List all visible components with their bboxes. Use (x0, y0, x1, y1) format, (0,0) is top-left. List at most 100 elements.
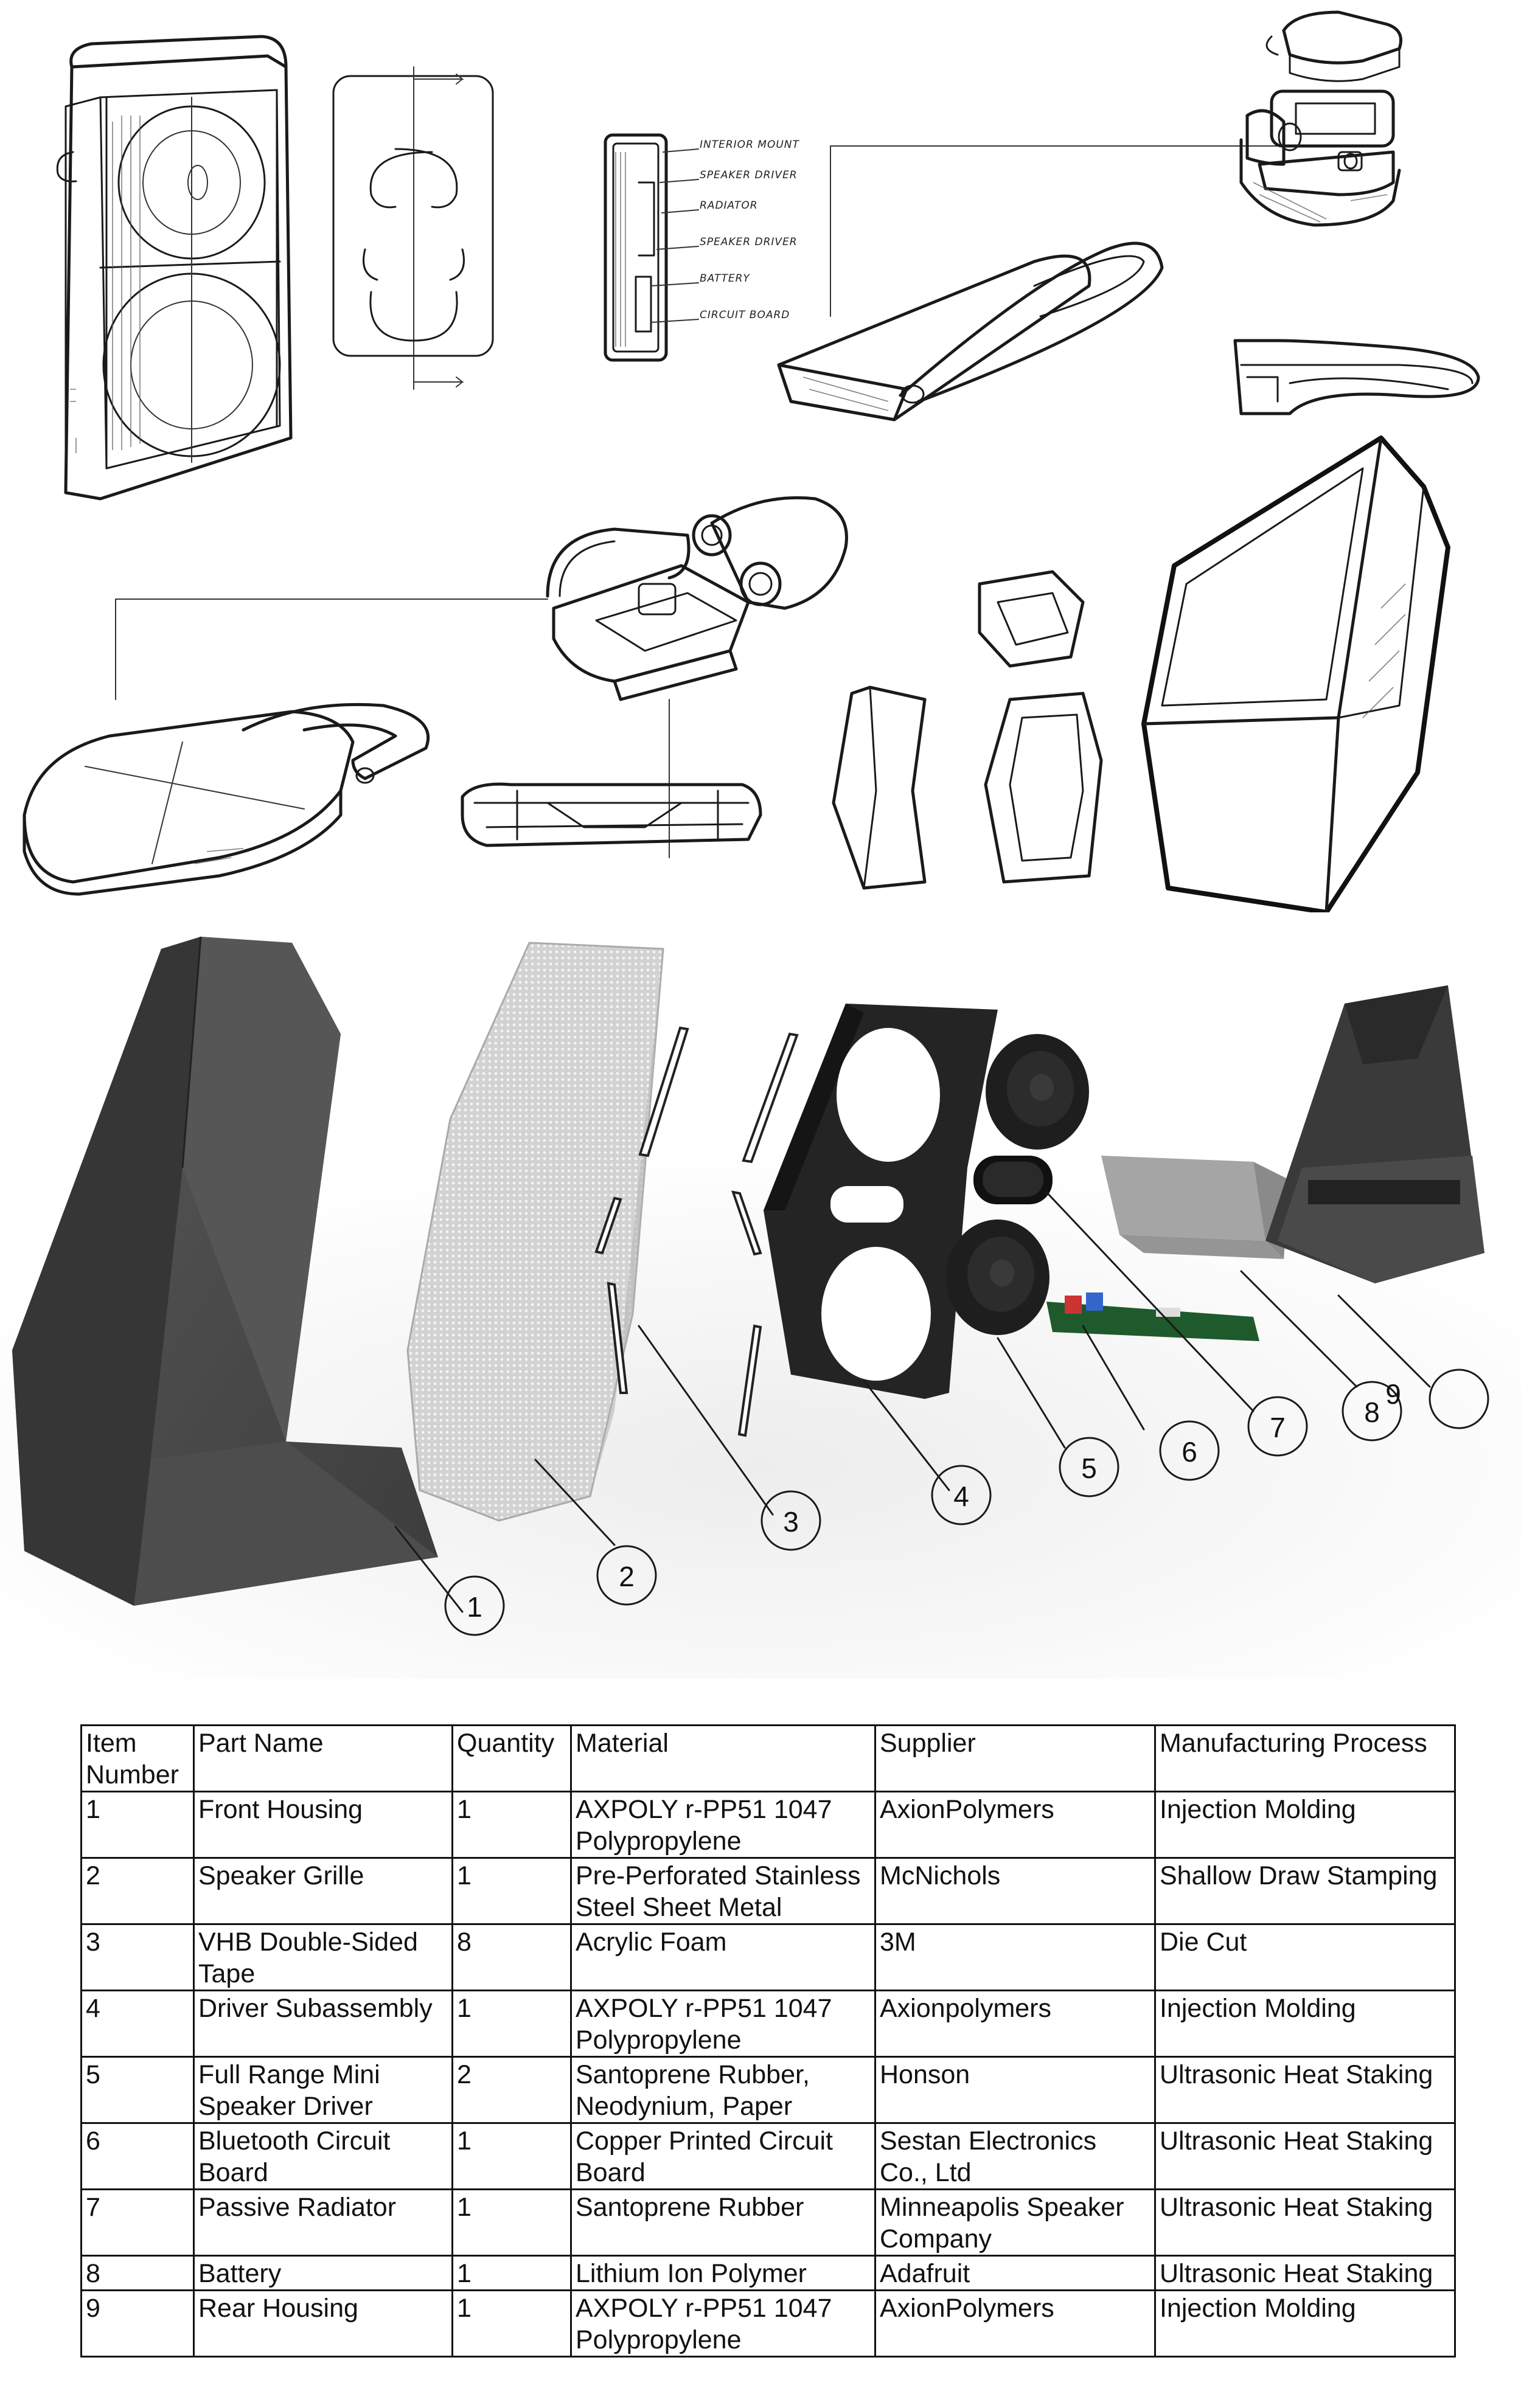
cell-material: AXPOLY r-PP51 1047 Polypropylene (570, 1990, 876, 2058)
part-speaker-drivers (946, 1034, 1089, 1335)
cell-item-number: 1 (80, 1791, 195, 1859)
faceted-parts-sketch (832, 570, 1103, 890)
exploded-sketch-top-right (1239, 10, 1402, 227)
cell-part-name: Speaker Grille (193, 1857, 453, 1925)
cell-material: Santoprene Rubber, Neodynium, Paper (570, 2056, 876, 2124)
cell-supplier: Adafruit (874, 2255, 1156, 2291)
callout-5: 5 (1059, 1437, 1119, 1497)
callout-label: 8 (1364, 1397, 1380, 1428)
part-tape-strips (594, 1026, 799, 1437)
callout-3: 3 (761, 1490, 821, 1551)
part-rear-housing (1265, 985, 1484, 1283)
section-label-radiator: RADIATOR (700, 200, 758, 212)
cell-item-number: 2 (80, 1857, 195, 1925)
callout-8: 8 (1342, 1381, 1402, 1442)
cell-process: Ultrasonic Heat Staking (1154, 2255, 1456, 2291)
bom-table: Item Number Part Name Quantity Material … (80, 1724, 1456, 2358)
cell-supplier: Axionpolymers (874, 1990, 1156, 2058)
callout-label: 6 (1182, 1436, 1197, 1468)
cell-process: Ultrasonic Heat Staking (1154, 2122, 1456, 2190)
section-label-speaker-driver-top: SPEAKER DRIVER (700, 169, 798, 181)
cell-quantity: 1 (451, 1791, 572, 1859)
cell-part-name: Front Housing (193, 1791, 453, 1859)
part-passive-radiator (973, 1156, 1053, 1204)
callout-leader-lines (394, 1191, 1431, 1613)
callout-9: 9 (1385, 1369, 1489, 1429)
cell-quantity: 1 (451, 2289, 572, 2358)
cell-material: AXPOLY r-PP51 1047 Polypropylene (570, 2289, 876, 2358)
callout-label: 9 (1385, 1378, 1401, 1410)
cell-material: Acrylic Foam (570, 1923, 876, 1991)
cell-supplier: Sestan Electronics Co., Ltd (874, 2122, 1156, 2190)
part-speaker-grille (406, 942, 664, 1522)
handle-speaker-sketch (777, 241, 1164, 422)
callout-label: 5 (1081, 1452, 1097, 1484)
cell-quantity: 1 (451, 2188, 572, 2257)
cell-process: Shallow Draw Stamping (1154, 1857, 1456, 1925)
exploded-render: 1 2 3 4 5 6 7 8 9 (0, 912, 1521, 1679)
table-row: 5 Full Range Mini Speaker Driver 2 Santo… (80, 2056, 1456, 2124)
cell-process: Die Cut (1154, 1923, 1456, 1991)
cell-quantity: 2 (451, 2056, 572, 2124)
cell-process: Ultrasonic Heat Staking (1154, 2188, 1456, 2257)
section-label-speaker-driver-bottom: SPEAKER DRIVER (700, 236, 798, 248)
cell-item-number: 8 (80, 2255, 195, 2291)
cell-quantity: 1 (451, 2255, 572, 2291)
table-row: 7 Passive Radiator 1 Santoprene Rubber M… (80, 2188, 1456, 2257)
part-battery (1101, 1156, 1290, 1259)
callout-label: 1 (467, 1591, 482, 1623)
concept-sketch-sheet: INTERIOR MOUNT SPEAKER DRIVER RADIATOR S… (0, 0, 1521, 912)
header-supplier: Supplier (874, 1724, 1156, 1792)
cell-item-number: 4 (80, 1990, 195, 2058)
table-row: 1 Front Housing 1 AXPOLY r-PP51 1047 Pol… (80, 1791, 1456, 1859)
cell-material: Copper Printed Circuit Board (570, 2122, 876, 2190)
cell-supplier: AxionPolymers (874, 2289, 1156, 2358)
cell-part-name: Driver Subassembly (193, 1990, 453, 2058)
callout-2: 2 (596, 1545, 657, 1606)
cell-item-number: 6 (80, 2122, 195, 2190)
header-quantity: Quantity (451, 1724, 572, 1792)
cell-quantity: 8 (451, 1923, 572, 1991)
table-row: 6 Bluetooth Circuit Board 1 Copper Print… (80, 2122, 1456, 2190)
tall-speaker-sketch (56, 35, 293, 501)
cell-part-name: Rear Housing (193, 2289, 453, 2358)
callout-4: 4 (931, 1465, 992, 1525)
cell-material: Lithium Ion Polymer (570, 2255, 876, 2291)
bill-of-materials: Item Number Part Name Quantity Material … (80, 1724, 1456, 2358)
cell-process: Injection Molding (1154, 1791, 1456, 1859)
cell-part-name: Full Range Mini Speaker Driver (193, 2056, 453, 2124)
table-row: 4 Driver Subassembly 1 AXPOLY r-PP51 104… (80, 1990, 1456, 2058)
cell-part-name: Battery (193, 2255, 453, 2291)
cell-supplier: AxionPolymers (874, 1791, 1156, 1859)
cell-process: Injection Molding (1154, 1990, 1456, 2058)
part-driver-subassembly (764, 1004, 998, 1399)
connector-line-top (830, 145, 1278, 317)
callout-label: 3 (783, 1506, 799, 1538)
cell-supplier: Honson (874, 2056, 1156, 2124)
exploded-view-drawing: 1 2 3 4 5 6 7 8 9 (0, 936, 1521, 1679)
section-label-interior-mount: INTERIOR MOUNT (700, 139, 799, 151)
cross-section-sketch: INTERIOR MOUNT SPEAKER DRIVER RADIATOR S… (604, 133, 799, 362)
side-view-sketch (1233, 339, 1480, 415)
cell-part-name: Passive Radiator (193, 2188, 453, 2257)
cell-quantity: 1 (451, 1990, 572, 2058)
callout-7: 7 (1247, 1396, 1308, 1457)
cell-supplier: McNichols (874, 1857, 1156, 1925)
connector-line-middle (115, 599, 670, 858)
flat-handle-speaker-sketch (23, 703, 430, 896)
callout-label: 2 (619, 1561, 635, 1592)
side-section-sketch (461, 782, 762, 847)
cell-material: AXPOLY r-PP51 1047 Polypropylene (570, 1791, 876, 1859)
callout-label: 7 (1270, 1412, 1286, 1443)
cell-item-number: 7 (80, 2188, 195, 2257)
header-manufacturing-process: Manufacturing Process (1154, 1724, 1456, 1792)
section-label-battery: BATTERY (700, 272, 750, 285)
part-front-housing (12, 936, 438, 1606)
cell-quantity: 1 (451, 1857, 572, 1925)
bom-header-row: Item Number Part Name Quantity Material … (80, 1724, 1456, 1792)
cell-material: Santoprene Rubber (570, 2188, 876, 2257)
table-row: 8 Battery 1 Lithium Ion Polymer Adafruit… (80, 2255, 1456, 2291)
callout-6: 6 (1159, 1420, 1220, 1481)
cell-item-number: 3 (80, 1923, 195, 1991)
faceted-housing-sketch (1141, 435, 1450, 912)
